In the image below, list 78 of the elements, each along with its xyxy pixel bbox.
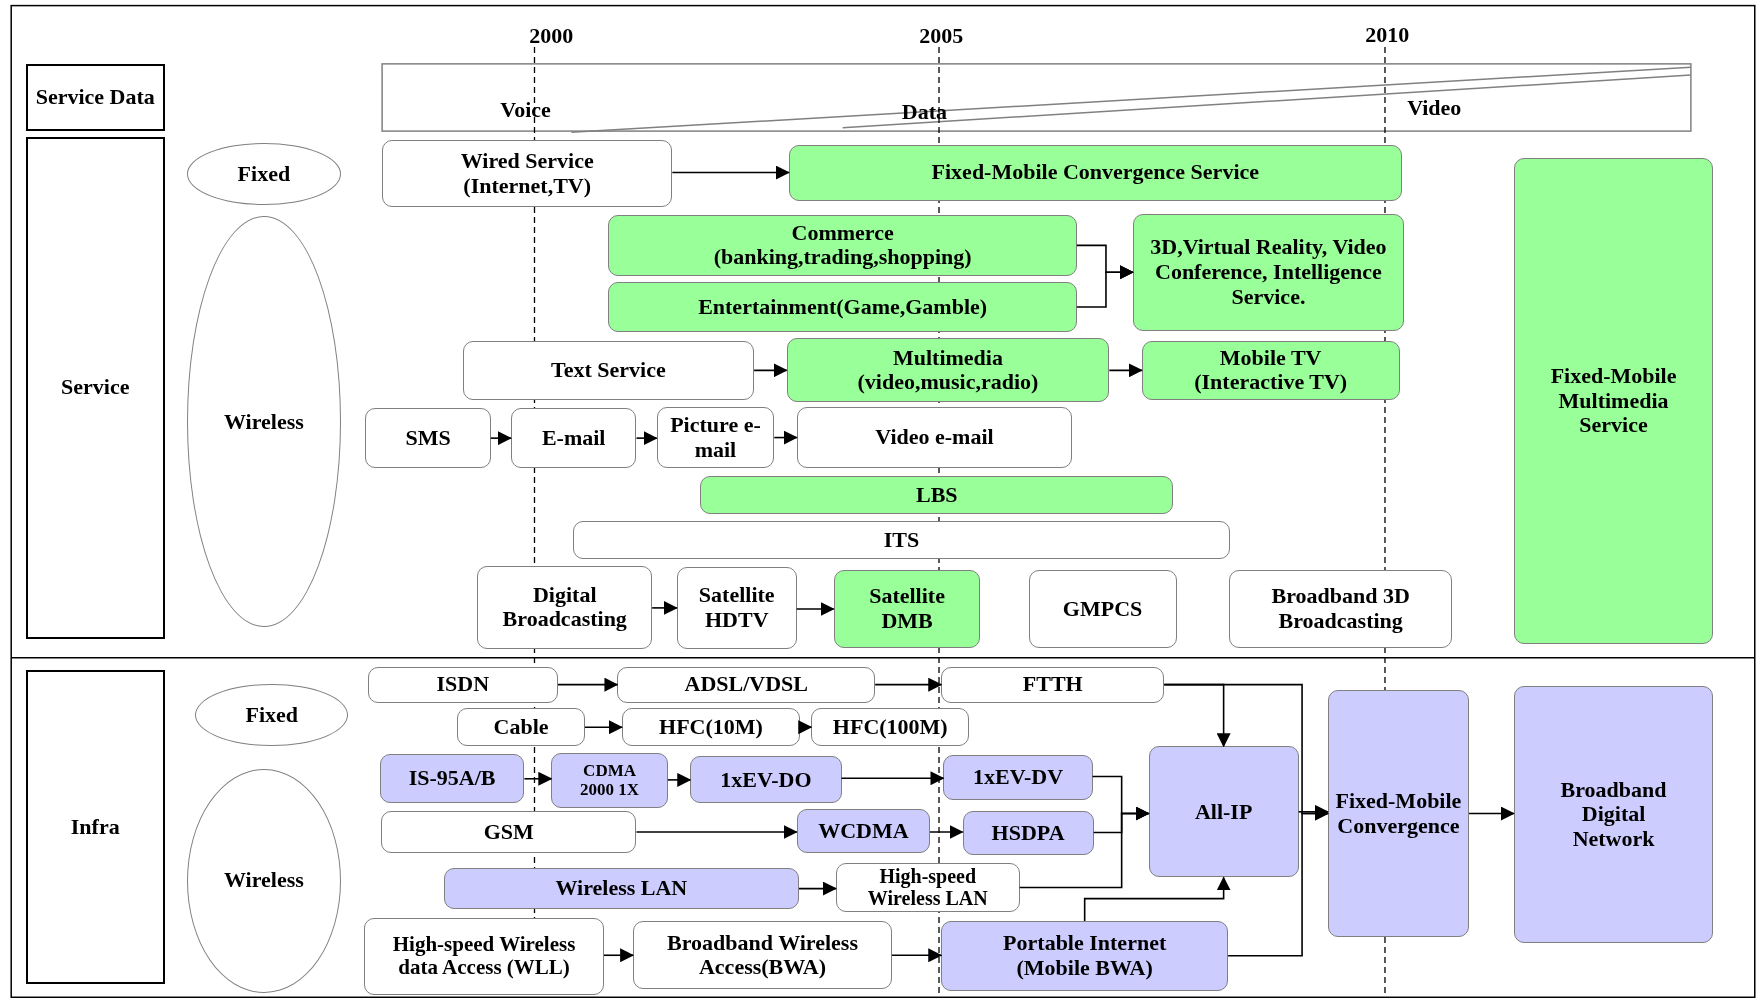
arrow (523, 771, 553, 786)
process-box: Video e-mail (796, 406, 1073, 469)
process-box: Digital Broadcasting (477, 565, 653, 649)
year-label: 2010 (1365, 23, 1410, 46)
process-box: Mobile TV (Interactive TV) (1141, 340, 1400, 400)
process-box: GSM (380, 811, 637, 853)
process-box: GMPCS (1028, 570, 1177, 648)
process-box: 3D,Virtual Reality, Video Conference, Intelligence Service. (1132, 214, 1404, 331)
hub-box: All-IP (1148, 746, 1299, 878)
process-box: SMS (365, 407, 491, 469)
summary-box: Broadband Digital Network (1513, 685, 1714, 944)
process-box: WCDMA (796, 809, 931, 853)
arrow (1076, 265, 1134, 308)
arrow (490, 431, 512, 446)
band-label: Voice (500, 98, 551, 121)
band-label: Data (901, 101, 948, 124)
arrow (557, 677, 619, 692)
arrow (795, 602, 835, 616)
year-label: 2005 (919, 24, 964, 47)
process-box: High-speed Wireless data Access (WLL) (364, 917, 604, 996)
process-box: ITS (572, 521, 1231, 560)
process-box: HSDPA (962, 811, 1094, 855)
category-ellipse: Fixed (194, 683, 349, 747)
process-box: 1xEV-DV (943, 755, 1093, 801)
process-box: Satellite DMB (833, 570, 981, 648)
arrow (635, 825, 798, 839)
process-box: Wired Service (Internet,TV) (382, 140, 673, 208)
process-box: HFC(10M) (621, 708, 801, 747)
arrow (1108, 363, 1143, 378)
arrow (798, 720, 813, 735)
summary-box: Fixed-Mobile Convergence (1327, 690, 1469, 937)
process-box: CDMA 2000 1X (551, 753, 668, 808)
process-box: LBS (700, 476, 1174, 515)
process-box: IS-95A/B (379, 754, 525, 804)
process-box: FTTH (941, 666, 1165, 703)
category-ellipse: Wireless (187, 216, 341, 628)
process-box: High-speed Wireless LAN (835, 862, 1020, 913)
process-box: Wireless LAN (443, 868, 799, 909)
arrow (671, 165, 790, 180)
process-box: E-mail (510, 407, 637, 469)
arrow (584, 720, 623, 735)
year-label: 2000 (529, 24, 574, 47)
row-header: Service Data (25, 63, 165, 132)
arrow (1468, 806, 1515, 821)
process-box: Text Service (462, 340, 755, 400)
arrow (1083, 876, 1231, 922)
arrow (840, 771, 945, 786)
arrow (603, 948, 635, 963)
process-box: ISDN (367, 666, 558, 703)
process-box: Broadband 3D Broadcasting (1229, 570, 1453, 648)
process-box: Multimedia (video,music,radio) (786, 338, 1110, 403)
category-ellipse: Wireless (187, 768, 341, 993)
process-box: Commerce (banking,trading,shopping) (608, 215, 1077, 276)
process-box: Broadband Wireless Access(BWA) (633, 921, 892, 990)
process-box: Satellite HDTV (676, 567, 797, 649)
process-box: Cable (457, 708, 585, 747)
arrow (635, 431, 658, 446)
arrow (1018, 806, 1150, 889)
arrow (798, 881, 837, 896)
arrow (773, 430, 798, 445)
arrow (753, 363, 788, 378)
band-label: Video (1407, 96, 1462, 119)
process-box: 1xEV-DO (690, 756, 842, 804)
arrow (874, 677, 943, 692)
summary-box: Fixed-Mobile Multimedia Service (1513, 158, 1714, 645)
arrow (929, 825, 964, 839)
process-box: Portable Internet (Mobile BWA) (941, 921, 1229, 991)
process-box: Fixed-Mobile Convergence Service (788, 144, 1402, 201)
row-header: Service (25, 136, 165, 639)
arrow (891, 948, 943, 963)
process-box: ADSL/VDSL (617, 666, 876, 703)
arrow (651, 600, 678, 615)
row-header: Infra (25, 670, 165, 984)
process-box: HFC(100M) (811, 708, 970, 747)
process-box: Picture e-mail (656, 406, 775, 469)
category-ellipse: Fixed (187, 143, 341, 206)
process-box: Entertainment(Game,Gamble) (608, 282, 1077, 332)
arrow (667, 772, 692, 787)
